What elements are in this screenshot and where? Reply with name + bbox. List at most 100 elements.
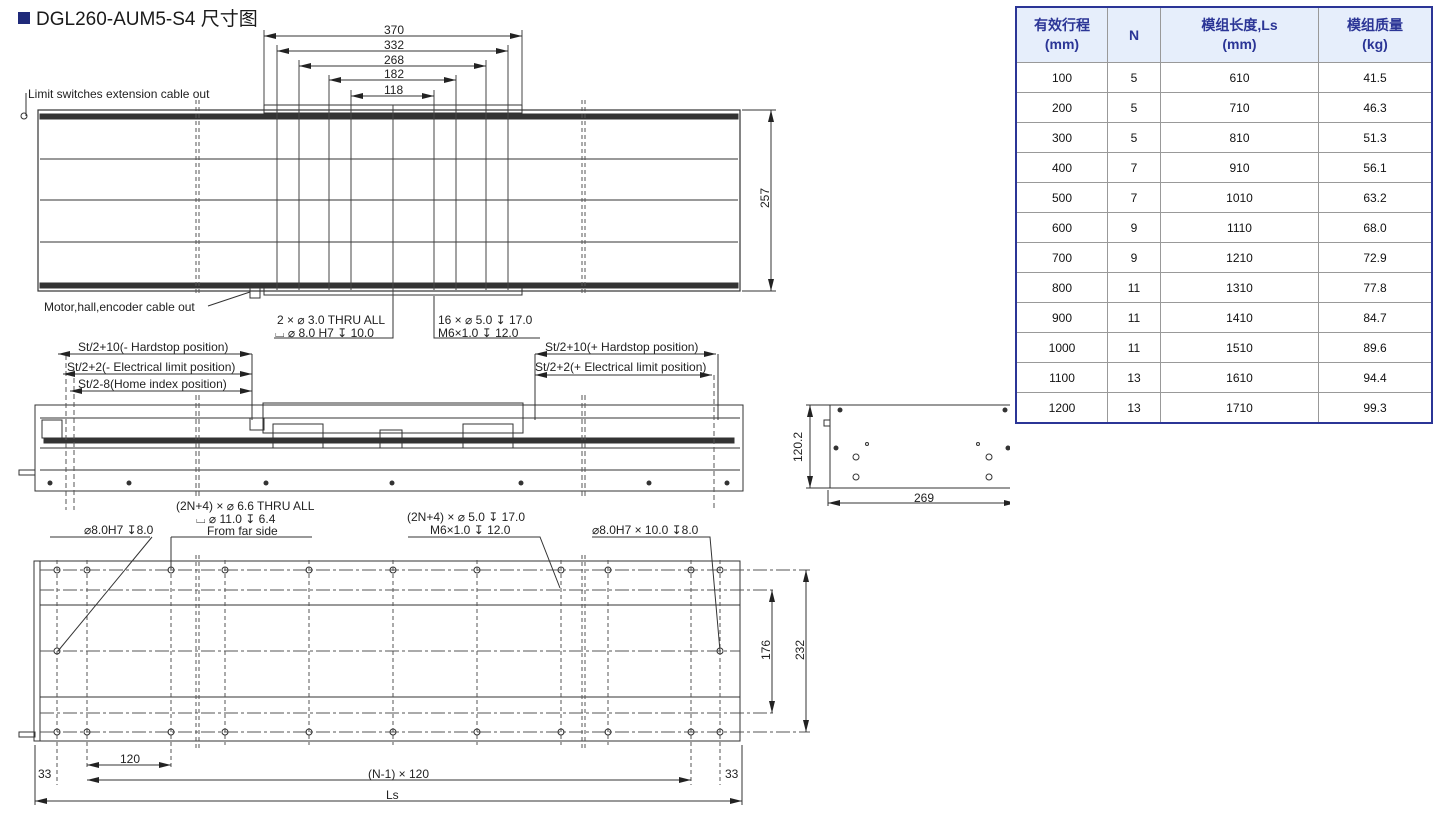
end-view xyxy=(806,404,1010,506)
title-square-icon xyxy=(18,11,30,24)
side-view xyxy=(18,351,744,510)
dim-332: 332 xyxy=(384,38,404,52)
table-cell: 5 xyxy=(1107,62,1161,93)
page-title: DGL260-AUM5-S4 尺寸图 xyxy=(18,4,258,31)
table-cell: 300 xyxy=(1015,122,1108,153)
table-cell: 800 xyxy=(1015,272,1108,303)
table-cell: 1610 xyxy=(1160,362,1319,393)
dim-120: 120 xyxy=(120,752,140,766)
dim-269: 269 xyxy=(914,491,934,505)
table-cell: 1410 xyxy=(1160,302,1319,333)
table-cell: 77.8 xyxy=(1318,272,1433,303)
callout-pin-1: 2 × ⌀ 3.0 THRU ALL xyxy=(277,313,385,327)
table-cell: 1510 xyxy=(1160,332,1319,363)
callout-pin-left: ⌀8.0H7 ↧8.0 xyxy=(84,523,154,537)
dim-176: 176 xyxy=(759,640,773,660)
table-cell: 94.4 xyxy=(1318,362,1433,393)
dim-pos-hardstop: St/2+10(+ Hardstop position) xyxy=(545,340,698,354)
table-cell: 400 xyxy=(1015,152,1108,183)
callout-tap-1: 16 × ⌀ 5.0 ↧ 17.0 xyxy=(438,313,533,327)
table-cell: 500 xyxy=(1015,182,1108,213)
table-cell: 1000 xyxy=(1015,332,1108,363)
dim-257: 257 xyxy=(758,188,772,208)
table-cell: 11 xyxy=(1107,332,1161,363)
table-cell: 1100 xyxy=(1015,362,1108,393)
table-cell: 46.3 xyxy=(1318,92,1433,123)
table-cell: 9 xyxy=(1107,242,1161,273)
bottom-view xyxy=(18,536,810,805)
table-cell: 1210 xyxy=(1160,242,1319,273)
table-cell: 1200 xyxy=(1015,392,1108,424)
table-cell: 810 xyxy=(1160,122,1319,153)
callout-tap-b1: (2N+4) × ⌀ 5.0 ↧ 17.0 xyxy=(407,510,525,524)
table-cell: 56.1 xyxy=(1318,152,1433,183)
table-cell: 7 xyxy=(1107,152,1161,183)
table-cell: 13 xyxy=(1107,362,1161,393)
col-length: 模组长度,Ls(mm) xyxy=(1160,6,1319,63)
table-cell: 7 xyxy=(1107,182,1161,213)
callout-thru-1: (2N+4) × ⌀ 6.6 THRU ALL xyxy=(176,499,315,513)
table-cell: 600 xyxy=(1015,212,1108,243)
dim-home-index: St/2-8(Home index position) xyxy=(78,377,227,391)
dim-pos-limit: St/2+2(+ Electrical limit position) xyxy=(535,360,706,374)
callout-thru-3: From far side xyxy=(207,524,278,538)
technical-drawing: 370 332 268 182 118 Limit switches exten… xyxy=(18,23,1010,805)
table-cell: 610 xyxy=(1160,62,1319,93)
table-cell: 1110 xyxy=(1160,212,1319,243)
dim-268: 268 xyxy=(384,53,404,67)
spec-header-row: 有效行程(mm) N 模组长度,Ls(mm) 模组质量(kg) xyxy=(1015,6,1433,63)
callout-tap-b2: M6×1.0 ↧ 12.0 xyxy=(430,523,511,537)
table-cell: 900 xyxy=(1015,302,1108,333)
table-cell: 89.6 xyxy=(1318,332,1433,363)
dim-33-right: 33 xyxy=(725,767,739,781)
dim-118: 118 xyxy=(384,83,403,97)
table-cell: 910 xyxy=(1160,152,1319,183)
dim-182: 182 xyxy=(384,67,404,81)
top-view xyxy=(20,30,776,339)
dim-120-2: 120.2 xyxy=(791,432,805,462)
table-cell: 710 xyxy=(1160,92,1319,123)
table-cell: 5 xyxy=(1107,122,1161,153)
table-cell: 1310 xyxy=(1160,272,1319,303)
callout-tap-2: M6×1.0 ↧ 12.0 xyxy=(438,326,519,340)
table-cell: 100 xyxy=(1015,62,1108,93)
table-cell: 9 xyxy=(1107,212,1161,243)
callout-pin-2: ⌴ ⌀ 8.0 H7 ↧ 10.0 xyxy=(275,326,374,340)
dim-neg-limit: St/2+2(- Electrical limit position) xyxy=(67,360,235,374)
table-cell: 13 xyxy=(1107,392,1161,424)
dim-pitch: (N-1) × 120 xyxy=(368,767,429,781)
title-text: DGL260-AUM5-S4 尺寸图 xyxy=(36,9,258,30)
table-cell: 700 xyxy=(1015,242,1108,273)
mounting-holes xyxy=(53,566,724,736)
dim-neg-hardstop: St/2+10(- Hardstop position) xyxy=(78,340,228,354)
table-cell: 72.9 xyxy=(1318,242,1433,273)
table-cell: 84.7 xyxy=(1318,302,1433,333)
dim-232: 232 xyxy=(793,640,807,660)
label-motor-cable: Motor,hall,encoder cable out xyxy=(44,300,195,314)
table-cell: 11 xyxy=(1107,302,1161,333)
table-cell: 5 xyxy=(1107,92,1161,123)
callout-thru-2: ⌴ ⌀ 11.0 ↧ 6.4 xyxy=(196,512,276,526)
table-cell: 63.2 xyxy=(1318,182,1433,213)
col-stroke: 有效行程(mm) xyxy=(1015,6,1108,63)
table-cell: 1710 xyxy=(1160,392,1319,424)
table-cell: 41.5 xyxy=(1318,62,1433,93)
table-cell: 200 xyxy=(1015,92,1108,123)
table-cell: 11 xyxy=(1107,272,1161,303)
table-cell: 68.0 xyxy=(1318,212,1433,243)
col-mass: 模组质量(kg) xyxy=(1318,6,1433,63)
dim-ls: Ls xyxy=(386,788,399,802)
